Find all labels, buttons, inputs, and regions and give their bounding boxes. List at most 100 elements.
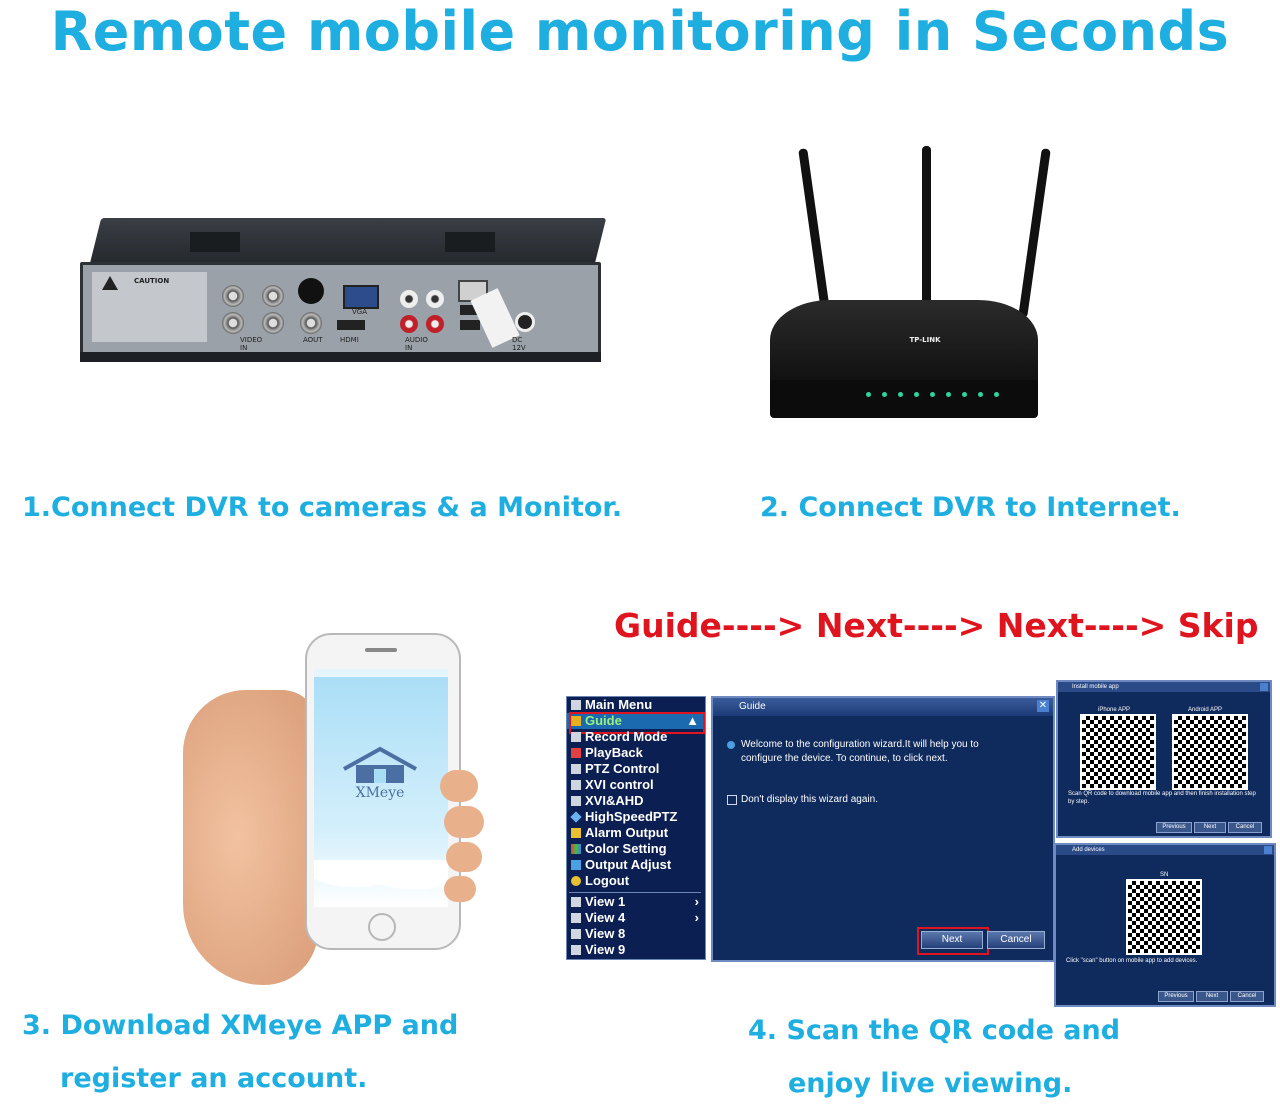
grid-icon: [571, 913, 581, 923]
iphone-app-label: iPhone APP: [1098, 707, 1131, 713]
router-led: [946, 392, 951, 397]
page-title: Remote mobile monitoring in Seconds: [50, 0, 1230, 63]
main-menu: Main Menu Guide▲ Record Mode PlayBack PT…: [566, 696, 706, 960]
menu-item-view-9[interactable]: View 9: [567, 942, 705, 958]
caution-label: CAUTION: [134, 277, 170, 285]
add-devices-window: Add devices SN Click "scan" button on mo…: [1054, 843, 1276, 1007]
device-sn-qr-code: [1126, 879, 1202, 955]
router-led: [930, 392, 935, 397]
menu-item-playback[interactable]: PlayBack: [567, 745, 705, 761]
menu-item-highspeedptz[interactable]: HighSpeedPTZ: [567, 809, 705, 825]
finger: [444, 876, 476, 902]
next-highlight-box: [917, 927, 989, 955]
menu-item-alarm-output[interactable]: Alarm Output: [567, 825, 705, 841]
add-window-title: Add devices: [1072, 847, 1105, 853]
router-front: [770, 380, 1038, 418]
menu-item-view-4[interactable]: View 4›: [567, 910, 705, 926]
alarm-icon: [571, 828, 581, 838]
phone-speaker: [365, 648, 397, 652]
menu-item-view-1[interactable]: View 1›: [567, 894, 705, 910]
playback-icon: [571, 748, 581, 758]
dvr-vent: [445, 232, 495, 252]
view-icon: [571, 897, 581, 907]
house-logo-icon: [343, 746, 417, 783]
rca-port: [426, 290, 444, 308]
bnc-port: [222, 312, 244, 334]
add-window-header: Add devices: [1056, 845, 1274, 855]
usb-port: [460, 305, 480, 315]
bnc-port: [262, 312, 284, 334]
menu-divider: [569, 892, 701, 893]
monitor-icon: [571, 860, 581, 870]
xvi-icon: [571, 780, 581, 790]
app-name: XMeye: [355, 785, 405, 801]
dvr-vent: [190, 232, 240, 252]
install-app-window: Install mobile app iPhone APP Android AP…: [1056, 680, 1272, 838]
home-button-icon: [368, 913, 396, 941]
grid-icon: [571, 929, 581, 939]
router-led: [914, 392, 919, 397]
finger: [446, 842, 482, 872]
logout-icon: [571, 876, 581, 886]
bnc-port: [222, 285, 244, 307]
bnc-port: [300, 312, 322, 334]
dont-display-checkbox[interactable]: [727, 795, 737, 805]
next-button[interactable]: Next: [1196, 991, 1228, 1002]
hdmi-label: HDMI: [340, 336, 359, 344]
previous-button[interactable]: Previous: [1156, 822, 1192, 833]
finger: [444, 806, 484, 838]
close-icon[interactable]: ✕: [1037, 700, 1049, 712]
cancel-button[interactable]: Cancel: [1228, 822, 1262, 833]
vga-label: VGA: [352, 308, 368, 316]
menu-item-record-mode[interactable]: Record Mode: [567, 729, 705, 745]
main-menu-title: Main Menu: [567, 697, 705, 713]
previous-button[interactable]: Previous: [1158, 991, 1194, 1002]
step1-caption: 1.Connect DVR to cameras & a Monitor.: [22, 492, 623, 523]
menu-item-logout[interactable]: Logout: [567, 873, 705, 889]
menu-icon: [571, 700, 581, 710]
router-led: [866, 392, 871, 397]
router-antenna: [1018, 148, 1051, 318]
clouds: [314, 860, 448, 907]
vga-port: [343, 285, 379, 309]
bnc-port: [262, 285, 284, 307]
chevron-right-icon: ›: [694, 910, 699, 925]
menu-item-output-adjust[interactable]: Output Adjust: [567, 857, 705, 873]
rca-port: [400, 290, 418, 308]
router-antenna: [798, 148, 831, 318]
router-led: [978, 392, 983, 397]
next-button[interactable]: Next: [1194, 822, 1226, 833]
cancel-button[interactable]: Cancel: [1230, 991, 1264, 1002]
dont-display-label: Don't display this wizard again.: [741, 794, 878, 805]
install-window-title: Install mobile app: [1072, 684, 1119, 690]
menu-item-guide[interactable]: Guide▲: [567, 713, 705, 729]
menu-item-xvi-control[interactable]: XVI control: [567, 777, 705, 793]
android-qr-code: [1172, 714, 1248, 790]
close-icon[interactable]: [1260, 683, 1268, 691]
hdmi-port: [337, 320, 365, 330]
usb-port: [460, 320, 480, 330]
menu-item-view-8[interactable]: View 8: [567, 926, 705, 942]
step4-caption-line1: 4. Scan the QR code and: [748, 1015, 1121, 1046]
cancel-button[interactable]: Cancel: [987, 931, 1045, 949]
guide-window-title: Guide: [739, 701, 766, 712]
fan-port: [298, 278, 324, 304]
step3-caption-line2: register an account.: [60, 1063, 368, 1094]
install-hint: Scan QR code to download mobile app and …: [1068, 791, 1256, 805]
menu-item-xvi-ahd[interactable]: XVI&AHD: [567, 793, 705, 809]
rca-port: [400, 315, 418, 333]
cursor-icon: ▲: [686, 713, 699, 728]
menu-item-ptz-control[interactable]: PTZ Control: [567, 761, 705, 777]
camera-icon: [571, 796, 581, 806]
step3-caption-line1: 3. Download XMeye APP and: [22, 1010, 459, 1041]
record-icon: [571, 732, 581, 742]
dvr-top-cover: [88, 218, 607, 268]
step2-caption: 2. Connect DVR to Internet.: [760, 492, 1181, 523]
menu-item-color-setting[interactable]: Color Setting: [567, 841, 705, 857]
next-button[interactable]: Next: [921, 931, 983, 949]
status-bar: [314, 669, 448, 677]
close-icon[interactable]: [1264, 846, 1272, 854]
dc-label: DC 12V: [512, 336, 526, 352]
router-led: [882, 392, 887, 397]
video-in-label: VIDEO IN: [240, 336, 263, 352]
